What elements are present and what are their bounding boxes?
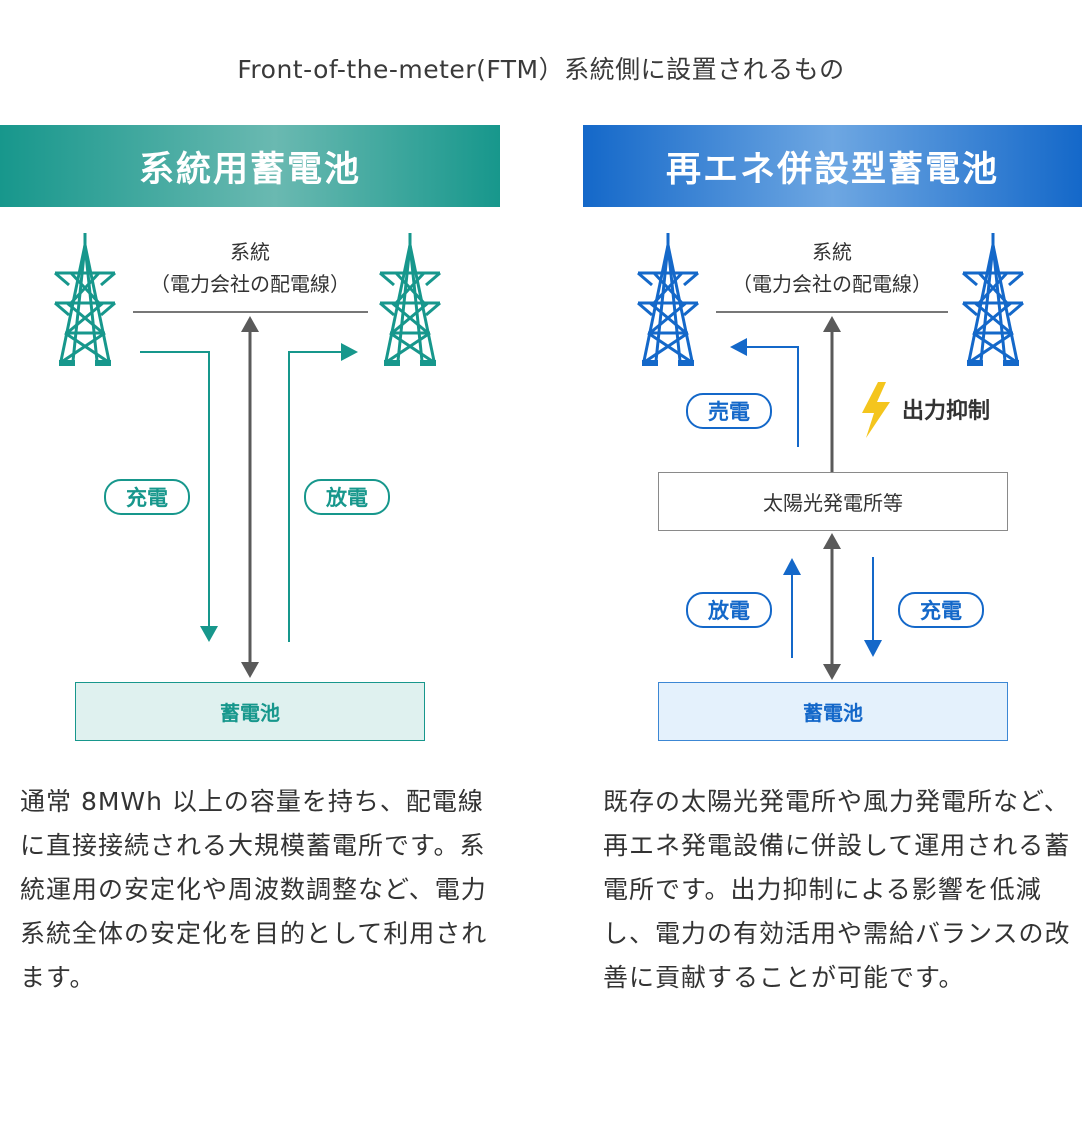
arrow-head-down — [823, 664, 841, 680]
arrow-head-up — [241, 316, 259, 332]
sell-path — [745, 346, 799, 447]
charge-arrow-head — [864, 640, 882, 657]
sell-pill: 売電 — [686, 393, 772, 429]
discharge-pill: 放電 — [304, 479, 390, 515]
battery-box: 蓄電池 — [658, 682, 1008, 741]
charge-pill: 充電 — [898, 592, 984, 628]
banner-grid-battery: 系統用蓄電池 — [0, 125, 500, 207]
solar-plant-box: 太陽光発電所等 — [658, 472, 1008, 531]
discharge-arrow-head — [783, 558, 801, 575]
curtailment-label: 出力抑制 — [902, 399, 991, 424]
grid-battery-description: 通常 8MWh 以上の容量を持ち、配電線に直接接続される大規模蓄電所です。系統運… — [20, 787, 488, 992]
transmission-tower-icon — [638, 233, 698, 363]
page-title: Front-of-the-meter(FTM）系統側に設置されるもの — [237, 55, 845, 84]
transmission-tower-icon — [963, 233, 1023, 363]
arrow-head-up — [823, 533, 841, 549]
grid-label-line2: （電力会社の配電線） — [732, 272, 932, 296]
charge-path — [140, 351, 210, 628]
discharge-path — [288, 351, 343, 642]
arrow-head-up — [823, 316, 841, 332]
transmission-tower-icon — [55, 233, 115, 363]
banner-renewable-battery: 再エネ併設型蓄電池 — [583, 125, 1082, 207]
discharge-arrow-head — [341, 343, 358, 361]
charge-pill: 充電 — [104, 479, 190, 515]
grid-label-line2: （電力会社の配電線） — [150, 272, 350, 296]
lightning-icon — [862, 382, 890, 438]
grid-label: 系統 （電力会社の配電線） — [125, 236, 375, 300]
grid-label-line1: 系統 — [812, 240, 852, 264]
charge-arrow-head — [200, 626, 218, 642]
discharge-pill: 放電 — [686, 592, 772, 628]
renewable-battery-description: 既存の太陽光発電所や風力発電所など、再エネ発電設備に併設して運用される蓄電所です… — [603, 787, 1071, 992]
grid-label: 系統 （電力会社の配電線） — [707, 236, 957, 300]
transmission-tower-icon — [380, 233, 440, 363]
grid-label-line1: 系統 — [230, 240, 270, 264]
battery-box: 蓄電池 — [75, 682, 425, 741]
sell-arrow-head — [730, 338, 747, 356]
arrow-head-down — [241, 662, 259, 678]
